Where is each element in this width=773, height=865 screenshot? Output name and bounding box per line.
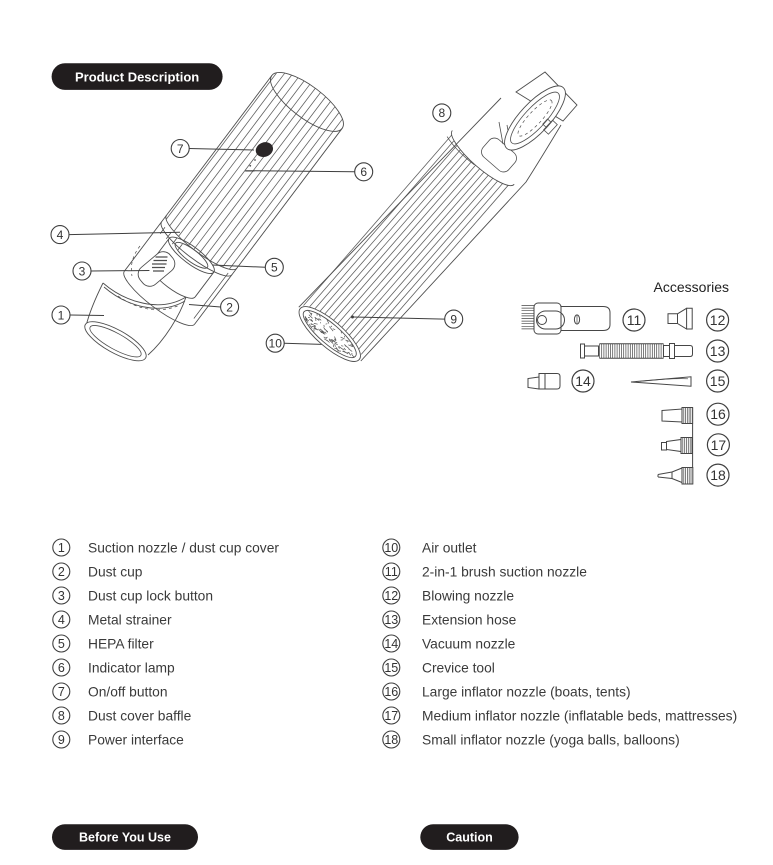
svg-text:8: 8 bbox=[58, 709, 65, 723]
svg-text:10: 10 bbox=[269, 337, 283, 351]
svg-text:5: 5 bbox=[58, 637, 65, 651]
svg-text:15: 15 bbox=[384, 661, 398, 675]
svg-text:HEPA filter: HEPA filter bbox=[88, 636, 154, 651]
svg-text:Vacuum nozzle: Vacuum nozzle bbox=[422, 636, 516, 651]
svg-text:13: 13 bbox=[710, 343, 726, 359]
svg-text:Small inflator nozzle (yoga ba: Small inflator nozzle (yoga balls, ballo… bbox=[422, 732, 680, 747]
svg-text:Power interface: Power interface bbox=[88, 732, 184, 747]
svg-text:5: 5 bbox=[271, 261, 278, 275]
svg-text:Accessories: Accessories bbox=[654, 279, 729, 295]
svg-text:9: 9 bbox=[450, 312, 457, 326]
svg-text:17: 17 bbox=[384, 709, 398, 723]
svg-text:9: 9 bbox=[58, 733, 65, 747]
svg-text:On/off button: On/off button bbox=[88, 684, 168, 699]
svg-text:11: 11 bbox=[627, 312, 642, 328]
svg-text:Dust cup lock button: Dust cup lock button bbox=[88, 588, 213, 603]
svg-text:4: 4 bbox=[57, 228, 64, 242]
svg-text:12: 12 bbox=[710, 312, 726, 328]
svg-text:8: 8 bbox=[438, 106, 445, 120]
svg-text:17: 17 bbox=[711, 437, 727, 453]
svg-text:2: 2 bbox=[226, 300, 233, 314]
svg-text:Crevice tool: Crevice tool bbox=[422, 660, 495, 675]
svg-text:7: 7 bbox=[58, 685, 65, 699]
svg-text:1: 1 bbox=[58, 541, 65, 555]
svg-text:15: 15 bbox=[710, 373, 726, 389]
svg-text:Product Description: Product Description bbox=[75, 69, 199, 84]
svg-text:Dust cup: Dust cup bbox=[88, 564, 143, 579]
svg-text:Blowing nozzle: Blowing nozzle bbox=[422, 588, 514, 603]
svg-text:Metal strainer: Metal strainer bbox=[88, 612, 172, 627]
svg-text:Air outlet: Air outlet bbox=[422, 540, 477, 555]
svg-text:Caution: Caution bbox=[446, 831, 493, 845]
svg-text:Dust cover baffle: Dust cover baffle bbox=[88, 708, 192, 723]
svg-text:Before You Use: Before You Use bbox=[79, 831, 171, 845]
svg-text:3: 3 bbox=[58, 589, 65, 603]
svg-text:3: 3 bbox=[79, 264, 86, 278]
svg-text:11: 11 bbox=[385, 565, 398, 579]
svg-text:18: 18 bbox=[384, 733, 398, 747]
svg-text:Extension hose: Extension hose bbox=[422, 612, 517, 627]
svg-text:18: 18 bbox=[710, 467, 726, 483]
svg-text:14: 14 bbox=[575, 373, 591, 389]
svg-text:6: 6 bbox=[360, 165, 367, 179]
svg-text:16: 16 bbox=[710, 406, 726, 422]
svg-text:1: 1 bbox=[58, 308, 65, 322]
svg-text:2: 2 bbox=[58, 565, 65, 579]
svg-text:10: 10 bbox=[384, 541, 398, 555]
svg-text:Medium inflator nozzle (inflat: Medium inflator nozzle (inflatable beds,… bbox=[422, 708, 737, 723]
svg-text:14: 14 bbox=[384, 637, 398, 651]
svg-text:Suction nozzle / dust cup cove: Suction nozzle / dust cup cover bbox=[88, 540, 279, 555]
svg-text:12: 12 bbox=[384, 589, 398, 603]
svg-text:7: 7 bbox=[177, 142, 184, 156]
svg-text:Indicator lamp: Indicator lamp bbox=[88, 660, 175, 675]
svg-text:6: 6 bbox=[58, 661, 65, 675]
svg-text:Large inflator nozzle (boats,: Large inflator nozzle (boats, tents) bbox=[422, 684, 631, 699]
svg-text:2-in-1 brush suction nozzle: 2-in-1 brush suction nozzle bbox=[422, 564, 587, 579]
svg-text:16: 16 bbox=[384, 685, 398, 699]
svg-text:13: 13 bbox=[384, 613, 398, 627]
svg-text:4: 4 bbox=[58, 613, 65, 627]
